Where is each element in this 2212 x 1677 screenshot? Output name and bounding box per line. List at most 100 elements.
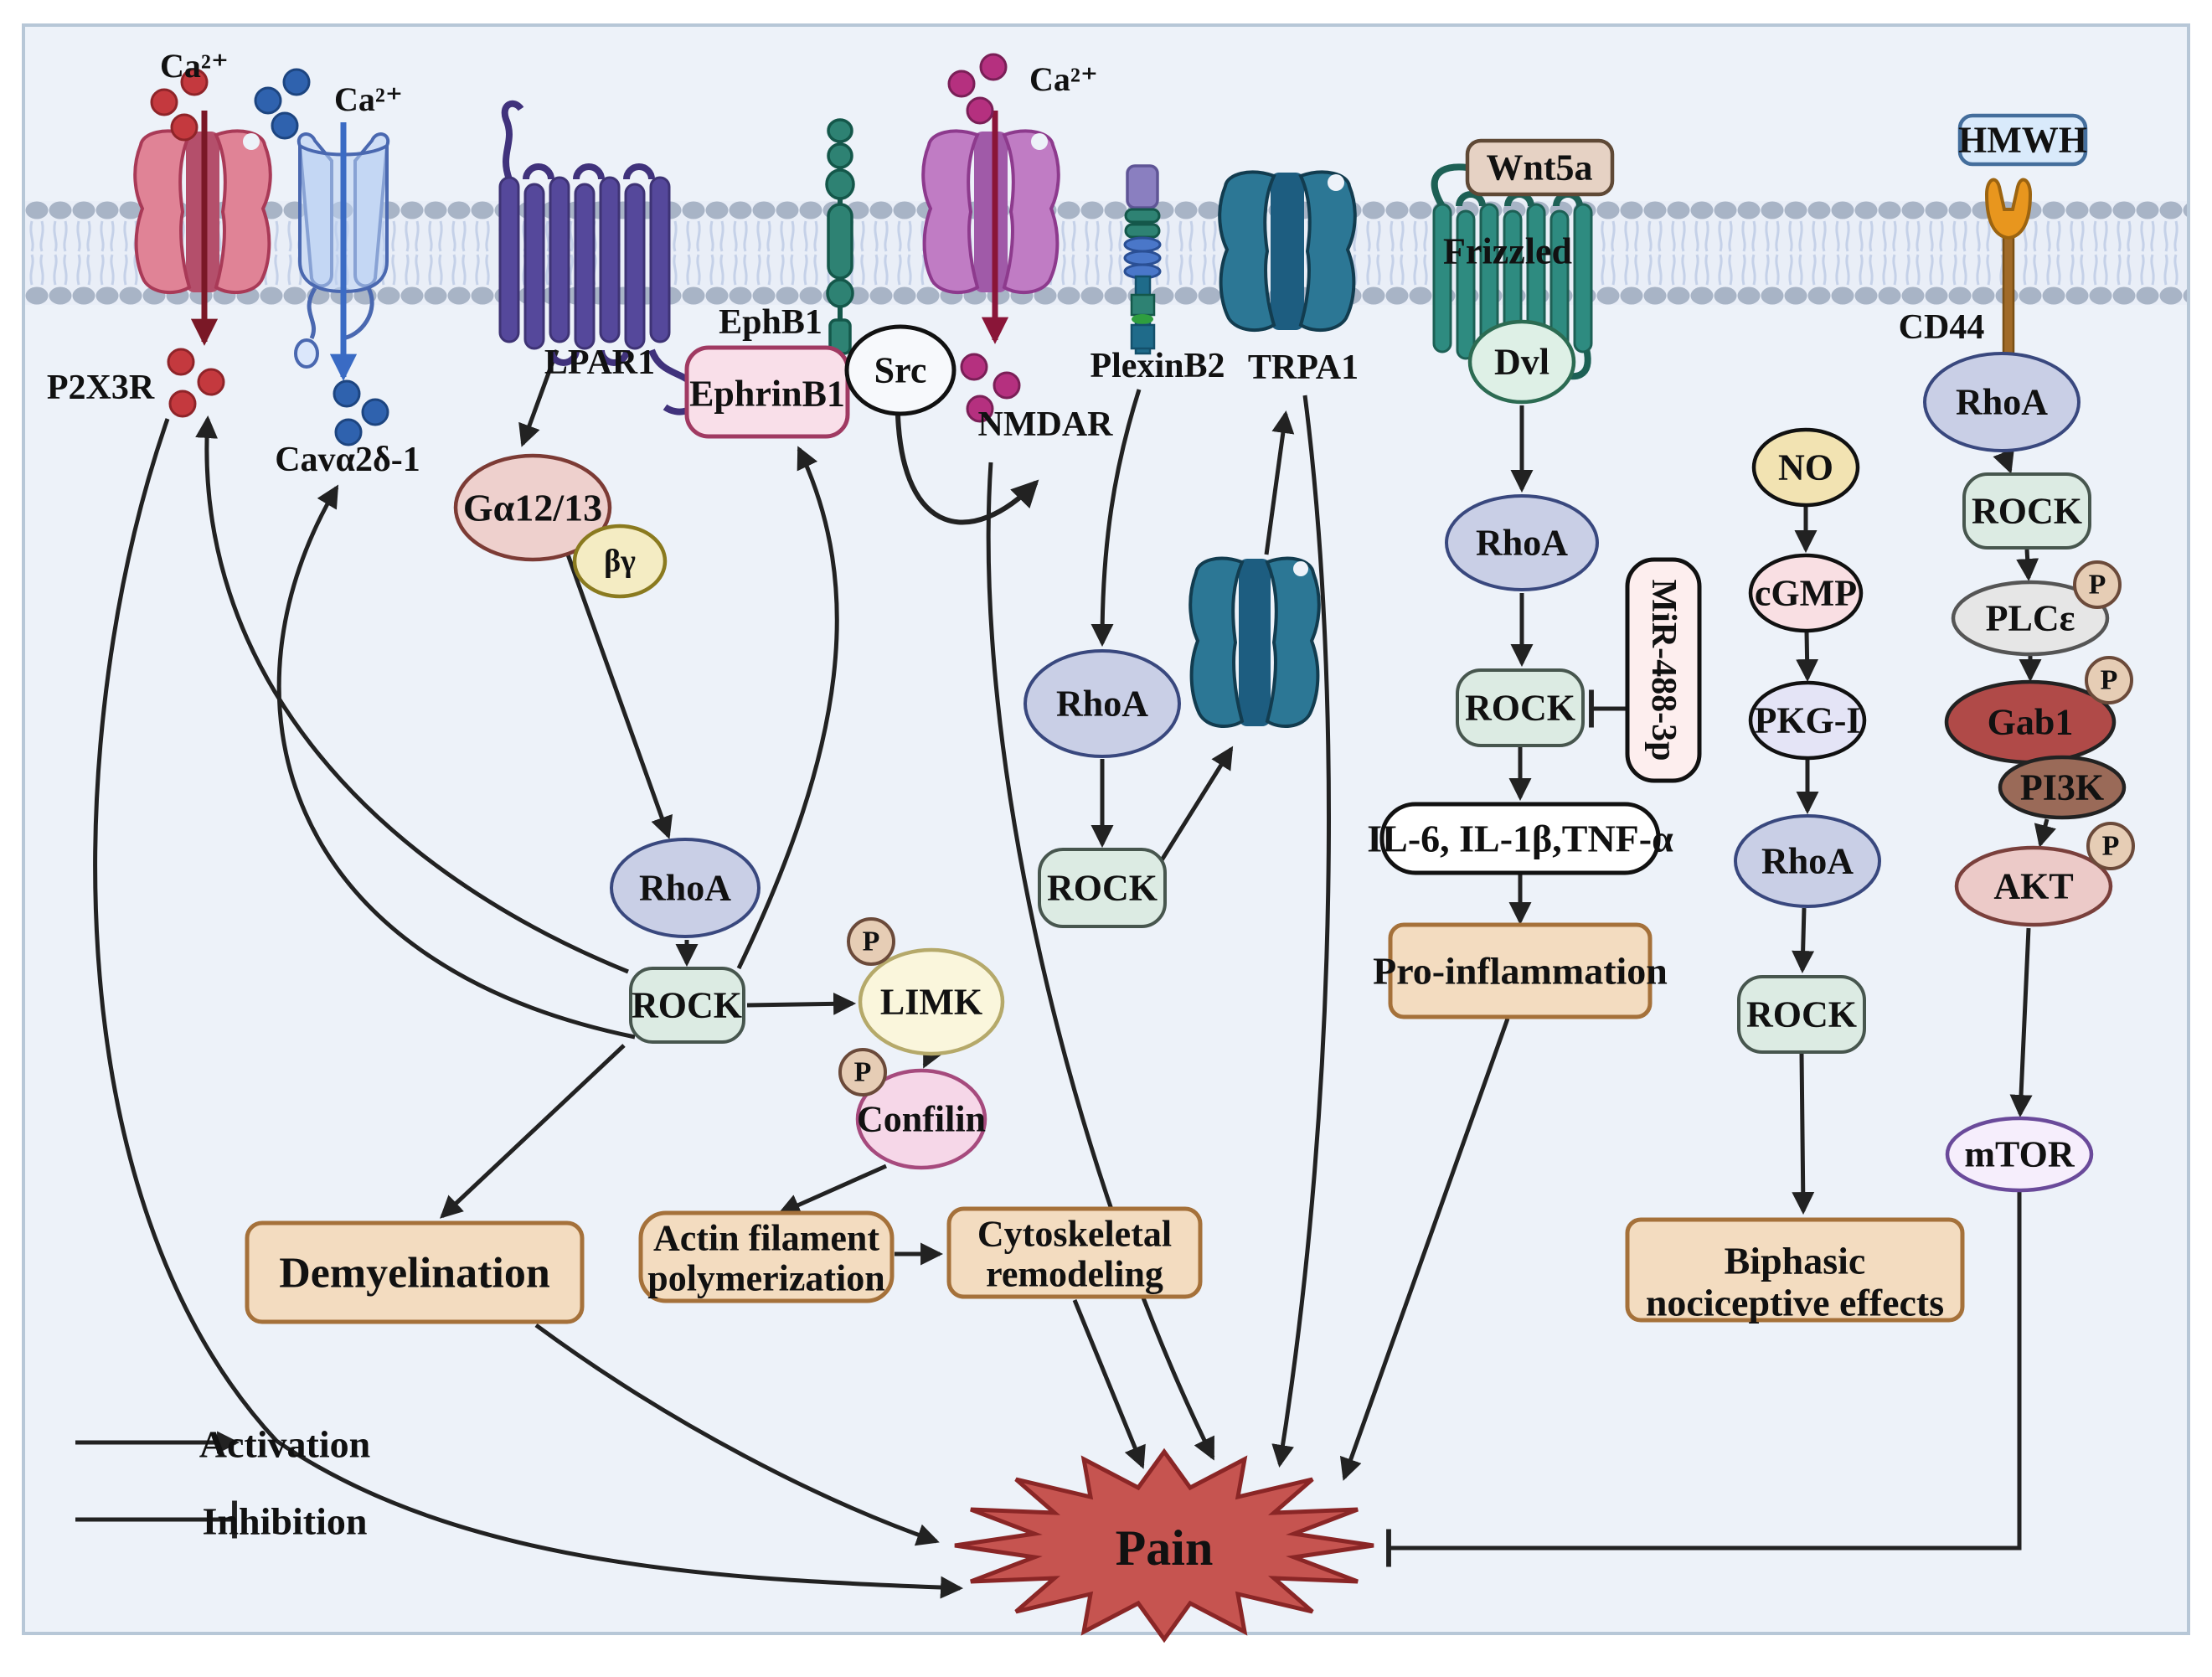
- galpha-ellipse: [453, 453, 612, 562]
- demyelination-box: [245, 1220, 585, 1324]
- cytoskeletal-label-line2: remodeling: [986, 1254, 1163, 1295]
- arrow-rock-to-biphasic: [1792, 1053, 1815, 1215]
- cytoskeletal-label-line1: Cytoskeletal: [977, 1214, 1172, 1255]
- ca-ions-nmdar: [947, 53, 1021, 423]
- ca-label-p2x3r: Ca²⁺: [160, 47, 229, 85]
- labels: Ca²⁺ Ca²⁺ Ca²⁺ P2X3R Cavα2δ-1 LPAR1 EphB…: [47, 47, 2120, 1576]
- gab1-label: Gab1: [1988, 702, 2074, 743]
- src-label: Src: [874, 350, 927, 391]
- connectors: [93, 349, 2056, 1599]
- wnt5a-label: Wnt5a: [1486, 147, 1592, 188]
- pi3k-label: PI3K: [2020, 767, 2104, 808]
- nmdar-label: NMDAR: [978, 405, 1114, 444]
- phospho-label-gab1: P: [2101, 665, 2118, 696]
- rock-label-wnt: ROCK: [1465, 688, 1575, 729]
- arrow-rock-to-channel: [1158, 746, 1234, 864]
- arrow-src-to-nmdar: [895, 415, 1039, 525]
- arrow-cytoskeletal-to-pain: [1072, 1299, 1146, 1469]
- ephb1-label: EphB1: [719, 303, 822, 342]
- hmwh-box: [1957, 113, 2088, 167]
- mir-label: MiR-488-3p: [1644, 580, 1683, 761]
- pain-label: Pain: [1116, 1520, 1214, 1576]
- rock-label-cd44: ROCK: [1972, 491, 2082, 532]
- inhibit-mtor-to-pain: [1386, 1191, 2022, 1567]
- biphasic-label-line1: Biphasic: [1725, 1240, 1866, 1282]
- ca-label-nmdar: Ca²⁺: [1029, 60, 1098, 98]
- no-ellipse: [1751, 427, 1860, 508]
- plce-label: PLCε: [1986, 598, 2075, 639]
- plexinb2-label: PlexinB2: [1090, 347, 1225, 385]
- rock-box-mid: [1038, 848, 1167, 928]
- arrow-rock-to-ephrinb1: [736, 446, 839, 970]
- rock-label-mid: ROCK: [1047, 868, 1158, 909]
- rhoa-label-wnt: RhoA: [1476, 523, 1568, 564]
- phospho-badge-limk: [847, 917, 895, 966]
- rock-label-left: ROCK: [632, 985, 742, 1026]
- ca-ions-cav: [254, 68, 389, 446]
- nmdar-channel: [921, 53, 1060, 423]
- biphasic-label-line2: nociceptive effects: [1646, 1282, 1944, 1324]
- galpha-label: Gα12/13: [463, 487, 602, 529]
- confilin-ellipse: [855, 1068, 987, 1170]
- arrow-proinflammation-to-pain: [1339, 1018, 1510, 1481]
- actin-label-line1: Actin filament: [653, 1218, 879, 1259]
- phospho-label-plce: P: [2089, 570, 2106, 601]
- arrow-confilin-to-actin: [777, 1164, 888, 1216]
- arrow-rhoa-to-rock-no: [1792, 907, 1815, 974]
- rhoa-label-cd44: RhoA: [1956, 382, 2048, 423]
- plce-ellipse: [1951, 580, 2110, 657]
- dvl-ellipse: [1467, 319, 1576, 405]
- cd44-receptor: [1984, 178, 2033, 359]
- phospho-badge-akt: [2086, 822, 2135, 870]
- limk-ellipse: [858, 947, 1005, 1056]
- arrow-rock-to-limk: [746, 992, 857, 1015]
- rhoa-ellipse-mid: [1024, 649, 1181, 758]
- arrow-rock-to-plce: [2016, 549, 2039, 582]
- phospho-label-confilin: P: [854, 1057, 872, 1088]
- actin-label-line2: polymerization: [647, 1258, 885, 1299]
- rhoa-label-mid: RhoA: [1056, 684, 1148, 725]
- hmwh-label: HMWH: [1958, 120, 2087, 161]
- confilin-label: Confilin: [857, 1099, 986, 1140]
- pain-star: [954, 1447, 1374, 1643]
- legend-activation-label: Activation: [199, 1423, 370, 1466]
- arrow-akt-to-mtor: [2009, 927, 2033, 1118]
- arrow-plexinb2-to-rhoa: [1091, 389, 1142, 648]
- phospho-label-akt: P: [2102, 831, 2120, 862]
- rhoa-ellipse-left: [610, 838, 761, 938]
- lpar1-receptor: [498, 100, 699, 415]
- wnt5a-box: [1465, 138, 1615, 197]
- betagamma-ellipse: [572, 524, 668, 599]
- cav-a2d1-channel: [254, 68, 390, 446]
- mir-box: [1625, 557, 1702, 783]
- rock-box-cd44: [1962, 472, 2091, 550]
- proinflammation-box: [1388, 922, 1653, 1019]
- ephrinb1-box: [684, 345, 850, 439]
- arrow-pi3k-to-akt: [2034, 818, 2056, 848]
- arrow-demyelination-to-pain: [534, 1323, 940, 1546]
- ca-ions-p2x3r: [150, 68, 225, 418]
- phospho-label-limk: P: [863, 926, 880, 957]
- no-label: NO: [1778, 447, 1833, 488]
- plexinb2-receptor: [1123, 164, 1162, 355]
- mtor-label: mTOR: [1964, 1134, 2075, 1175]
- rock-box-no: [1737, 975, 1866, 1054]
- arrow-channel-to-trpa1: [1264, 410, 1295, 555]
- trpa1-label: TRPA1: [1248, 348, 1359, 387]
- phospho-badge-plce: [2073, 560, 2122, 609]
- src-ellipse: [844, 324, 956, 416]
- p2x3r-channel: [133, 68, 272, 418]
- arrow-p2x3r-to-pain: [93, 418, 964, 1599]
- demyelination-label: Demyelination: [279, 1250, 550, 1298]
- pi3k-ellipse: [1998, 755, 2127, 820]
- rhoa-ellipse-cd44: [1923, 352, 2081, 452]
- akt-label: AKT: [1993, 866, 2073, 907]
- frizzled-label: Frizzled: [1443, 231, 1572, 272]
- arrow-rock-to-p2x3r: [195, 415, 629, 974]
- p2x3r-label: P2X3R: [47, 369, 155, 407]
- cgmp-ellipse: [1748, 553, 1864, 633]
- legend-inhibition-label: Inhibition: [203, 1500, 368, 1543]
- rock-label-no: ROCK: [1746, 994, 1857, 1035]
- arrow-rock-to-demyelination: [440, 1044, 626, 1219]
